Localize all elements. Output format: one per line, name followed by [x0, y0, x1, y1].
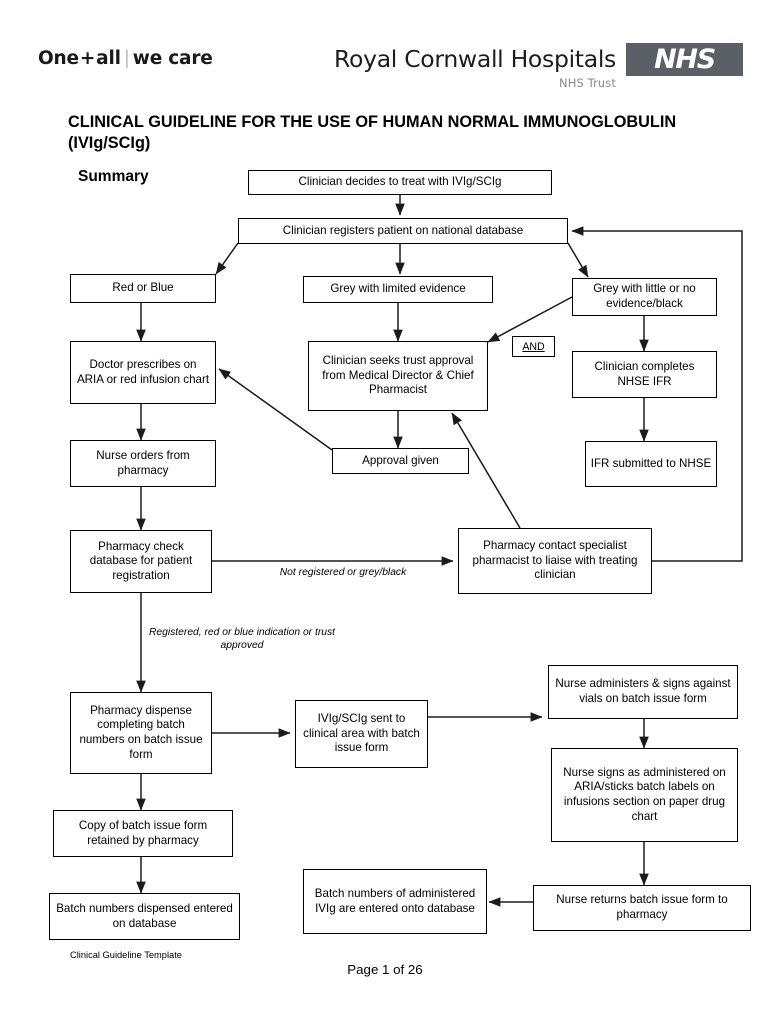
section-heading-summary: Summary [78, 168, 149, 185]
flow-node-pharmacy-check-database[interactable]: Pharmacy check database for patient regi… [70, 530, 212, 593]
flow-node-nurse-administers[interactable]: Nurse administers & signs against vials … [548, 665, 738, 719]
flow-node-batch-numbers-dispensed[interactable]: Batch numbers dispensed entered on datab… [49, 893, 240, 940]
flow-node-nurse-orders-pharmacy[interactable]: Nurse orders from pharmacy [70, 440, 216, 487]
trust-name: Royal Cornwall Hospitals [334, 45, 616, 73]
flow-node-red-or-blue[interactable]: Red or Blue [70, 274, 216, 303]
flow-node-copy-retained[interactable]: Copy of batch issue form retained by pha… [53, 810, 233, 857]
flow-node-clinician-decides[interactable]: Clinician decides to treat with IVIg/SCI… [248, 170, 552, 195]
page-title: CLINICAL GUIDELINE FOR THE USE OF HUMAN … [68, 113, 677, 152]
one-and-all-logo: One+all|we care [38, 48, 213, 69]
logo-word-one: One [38, 48, 79, 69]
logo-divider: | [123, 48, 130, 69]
logo-words-wecare: we care [132, 48, 213, 69]
flow-node-pharmacy-dispense[interactable]: Pharmacy dispense completing batch numbe… [70, 692, 212, 774]
flow-edge-label-not-registered: Not registered or grey/black [279, 567, 407, 578]
logo-plus-symbol: + [79, 48, 96, 69]
flow-node-seeks-trust-approval[interactable]: Clinician seeks trust approval from Medi… [308, 341, 488, 411]
nhs-logo: NHS [626, 43, 743, 76]
trust-subtitle: NHS Trust [559, 76, 616, 90]
flow-node-approval-given[interactable]: Approval given [332, 448, 469, 474]
logo-word-all: all [96, 48, 121, 69]
flow-node-nurse-returns-form[interactable]: Nurse returns batch issue form to pharma… [533, 885, 751, 931]
flow-node-register-patient[interactable]: Clinician registers patient on national … [238, 218, 568, 244]
page-header: One+all|we care Royal Cornwall Hospitals… [0, 0, 770, 96]
flow-node-pharmacy-contact-specialist[interactable]: Pharmacy contact specialist pharmacist t… [458, 528, 652, 594]
flow-node-completes-nhse-ifr[interactable]: Clinician completes NHSE IFR [572, 351, 717, 398]
flow-node-sent-to-clinical-area[interactable]: IVIg/SCIg sent to clinical area with bat… [295, 700, 428, 768]
flow-connector-and-label: AND [512, 336, 555, 357]
flow-node-ifr-submitted[interactable]: IFR submitted to NHSE [585, 441, 717, 487]
flow-node-grey-little-no-evidence[interactable]: Grey with little or no evidence/black [572, 278, 717, 316]
flow-node-grey-limited-evidence[interactable]: Grey with limited evidence [303, 276, 493, 303]
flow-node-doctor-prescribes[interactable]: Doctor prescribes on ARIA or red infusio… [70, 341, 216, 404]
flow-node-batch-numbers-administered[interactable]: Batch numbers of administered IVIg are e… [303, 869, 487, 934]
flow-edge-label-registered: Registered, red or blue indication or tr… [148, 627, 335, 651]
footer-page-number: Page 1 of 26 [347, 962, 423, 977]
footer-template-text: Clinical Guideline Template [70, 950, 182, 960]
flow-node-nurse-signs-aria[interactable]: Nurse signs as administered on ARIA/stic… [551, 748, 738, 842]
